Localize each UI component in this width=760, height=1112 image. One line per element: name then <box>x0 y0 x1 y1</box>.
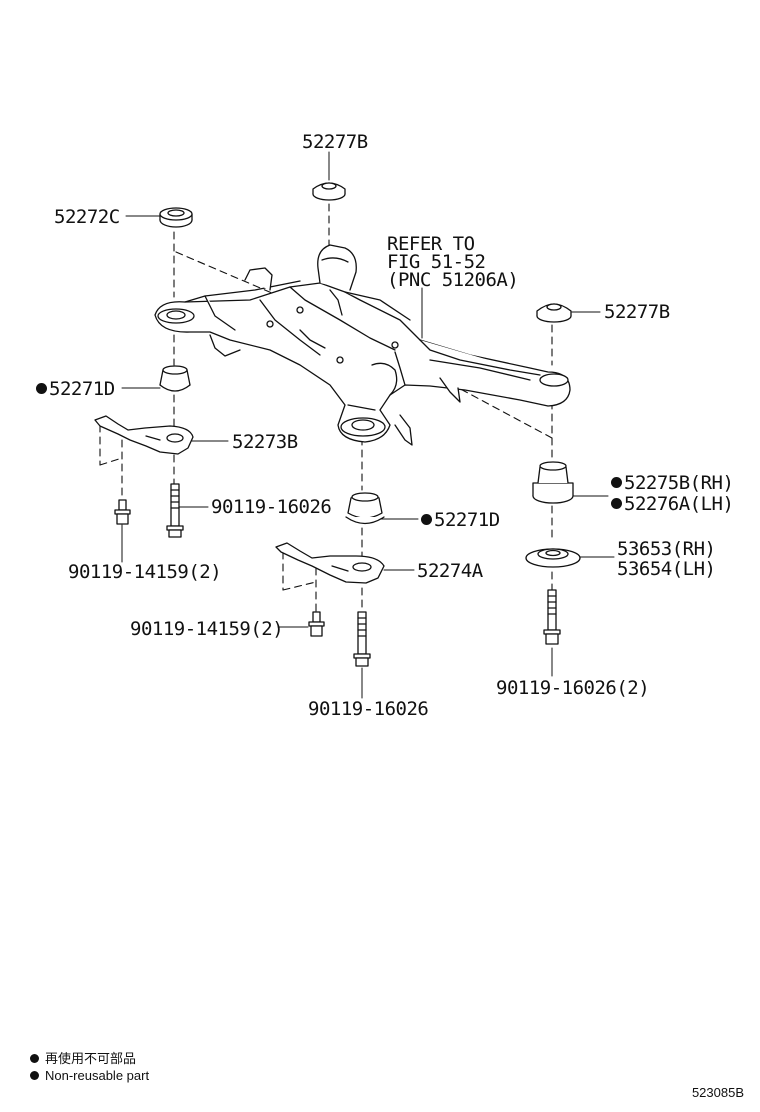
non-reusable-dot-icon <box>30 1054 39 1063</box>
stopper-53653 <box>525 548 581 568</box>
label-52275B-text: 52275B(RH) <box>624 472 734 494</box>
bolt-90119-16026-left <box>166 483 184 538</box>
leader-lines <box>121 151 615 699</box>
label-90119-16026-right: 90119-16026(2) <box>496 677 650 699</box>
label-52277B-top: 52277B <box>302 131 368 153</box>
label-90119-16026-center: 90119-16026 <box>308 698 429 720</box>
non-reusable-dot-icon <box>30 1071 39 1080</box>
non-reusable-dot-icon <box>36 383 47 394</box>
diagram-code: 523085B <box>691 1085 744 1100</box>
legend-english: Non-reusable part <box>30 1068 149 1083</box>
non-reusable-dot-icon <box>611 498 622 509</box>
cushion-52275B <box>532 461 574 504</box>
non-reusable-dot-icon <box>611 477 622 488</box>
label-refer-line3: (PNC 51206A) <box>387 269 519 291</box>
cushion-52271D-left <box>159 365 191 392</box>
stopper-52272C <box>159 207 193 228</box>
label-refer-line1: REFER TO <box>387 233 475 255</box>
label-52277B-right: 52277B <box>604 301 670 323</box>
bolt-90119-14159-left <box>114 499 131 525</box>
legend-english-text: Non-reusable part <box>45 1068 150 1083</box>
cushion-52271D-center <box>345 492 385 525</box>
label-52276A: 52276A(LH) <box>611 493 734 515</box>
label-52271D-left-text: 52271D <box>49 378 115 400</box>
label-52272C: 52272C <box>54 206 120 228</box>
label-90119-14159-center: 90119-14159(2) <box>130 618 284 640</box>
non-reusable-dot-icon <box>421 514 432 525</box>
bolt-90119-16026-center <box>353 611 371 667</box>
label-90119-16026-left: 90119-16026 <box>211 496 332 518</box>
label-refer-line2: FIG 51-52 <box>387 251 486 273</box>
label-53654: 53654(LH) <box>617 558 716 580</box>
stopper-52277B-right <box>536 303 572 323</box>
label-52271D-center-text: 52271D <box>434 509 500 531</box>
label-52274A: 52274A <box>417 560 483 582</box>
legend-japanese: 再使用不可部品 <box>30 1048 136 1067</box>
label-53653: 53653(RH) <box>617 538 716 560</box>
label-52271D-left: 52271D <box>36 379 115 399</box>
bracket-52273B <box>94 415 194 455</box>
label-52271D-center: 52271D <box>421 510 500 530</box>
stopper-52277B-top <box>312 182 346 201</box>
legend-japanese-text: 再使用不可部品 <box>45 1051 137 1066</box>
bolt-90119-14159-center <box>308 611 325 637</box>
crossmember <box>154 244 571 446</box>
label-52275B: 52275B(RH) <box>611 472 734 494</box>
label-52273B: 52273B <box>232 431 298 453</box>
bolt-90119-16026-right <box>543 589 561 645</box>
bracket-52274A <box>275 542 385 584</box>
label-90119-14159-left: 90119-14159(2) <box>68 561 222 583</box>
label-52276A-text: 52276A(LH) <box>624 493 734 515</box>
